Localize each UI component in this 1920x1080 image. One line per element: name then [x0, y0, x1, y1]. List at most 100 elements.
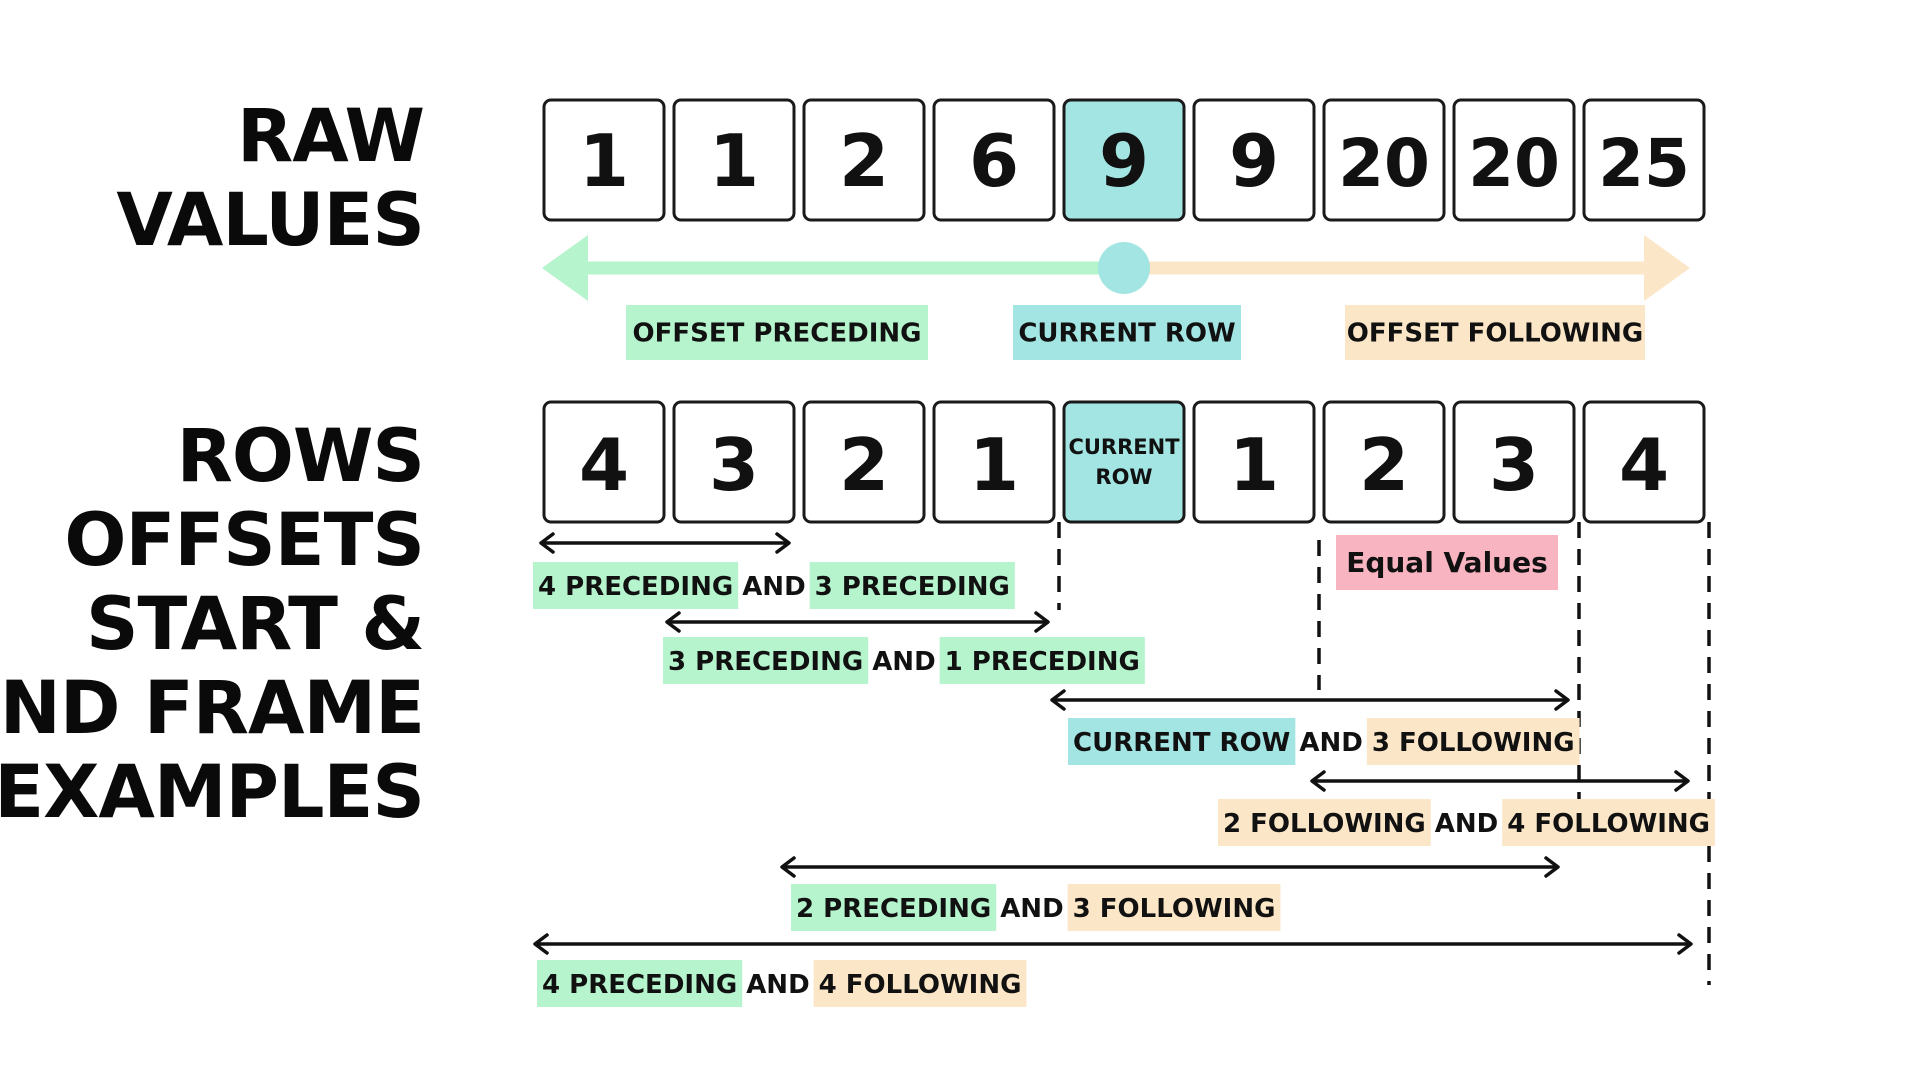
current-row-label-text: CURRENT ROW: [1018, 319, 1235, 349]
raw-title-line: VALUES: [116, 178, 425, 263]
value-box: [672, 98, 796, 222]
frame-end-highlight: [1502, 799, 1716, 846]
offset-value-text: 4: [579, 423, 629, 507]
frame-arrow-head-left: [533, 933, 549, 955]
frame-end-text: 4 FOLLOWING: [1507, 809, 1710, 839]
frame-arrow-head-left: [1310, 770, 1326, 792]
frame-start-text: 2 PRECEDING: [796, 894, 991, 924]
frame-start-text: 2 FOLLOWING: [1223, 809, 1426, 839]
value-box: [542, 98, 666, 222]
following-arrowhead: [1644, 235, 1690, 301]
raw-value-cell: 1: [542, 98, 666, 222]
raw-value-text: 9: [1099, 119, 1149, 203]
rows-title-line: EXAMPLES: [0, 750, 425, 835]
frame-arrow-head-right: [1677, 933, 1693, 955]
rows-title-line: ROWS: [176, 414, 425, 499]
value-box: [1192, 98, 1316, 222]
frame-arrow-head-left: [1050, 689, 1066, 711]
offset-box: [1452, 400, 1576, 524]
raw-value-text: 20: [1338, 125, 1430, 202]
current-row-box-text: CURRENT: [1068, 435, 1180, 459]
frame-arrow-head-left: [780, 856, 796, 878]
current-value-box: [1062, 98, 1186, 222]
raw-value-text: 25: [1598, 125, 1690, 202]
value-box: [1582, 98, 1706, 222]
offset-box: [1582, 400, 1706, 524]
current-row-box: [1062, 400, 1186, 524]
rows-title-line: END FRAME: [0, 666, 425, 751]
raw-value-cell: 9: [1192, 98, 1316, 222]
offset-preceding-label-bg: [626, 305, 928, 360]
rows-title-line: OFFSETS: [64, 498, 425, 583]
frame-arrow-head-right: [775, 532, 791, 554]
frame-arrow: [780, 856, 1560, 878]
frame-joiner-text: AND: [1000, 894, 1063, 924]
frame-start-text: CURRENT ROW: [1073, 728, 1290, 758]
frame-end-highlight: [813, 960, 1027, 1007]
frame-caption: 2 PRECEDING AND 3 FOLLOWING: [791, 884, 1281, 931]
frame-start-highlight: [791, 884, 997, 931]
offset-value-text: 2: [1359, 423, 1409, 507]
frame-start-text: 3 PRECEDING: [668, 647, 863, 677]
value-box: [1452, 98, 1576, 222]
value-box: [802, 98, 926, 222]
boundary-guides: [1057, 522, 1711, 985]
offset-box: [802, 400, 926, 524]
current-row-marker: [1098, 242, 1150, 294]
frame-end-highlight: [1067, 884, 1281, 931]
offset-cell: CURRENT ROW: [1062, 400, 1186, 524]
frame-joiner-text: AND: [742, 572, 805, 602]
frame-caption: CURRENT ROW AND 3 FOLLOWING: [1068, 718, 1580, 765]
offset-value-text: 1: [1229, 423, 1279, 507]
frame-joiner-text: AND: [1299, 728, 1362, 758]
raw-title-line: RAW: [237, 94, 425, 179]
raw-value-cell: 1: [672, 98, 796, 222]
raw-value-text: 9: [1229, 119, 1279, 203]
frame-arrow-head-right: [1674, 770, 1690, 792]
raw-value-text: 1: [709, 119, 759, 203]
raw-values-title: RAW VALUES: [116, 94, 425, 263]
frame-start-text: 4 PRECEDING: [538, 572, 733, 602]
frame-start-highlight: [1068, 718, 1296, 765]
rows-offsets-title: ROWS OFFSETS START & END FRAME EXAMPLES: [0, 414, 425, 835]
offset-value-text: 4: [1619, 423, 1669, 507]
raw-value-text: 2: [839, 119, 889, 203]
offset-following-label: OFFSET FOLLOWING: [1345, 305, 1645, 360]
offset-cell: 3: [1452, 400, 1576, 524]
frame-arrow-head-left: [539, 532, 555, 554]
current-row-box-text: ROW: [1095, 465, 1152, 489]
frame-arrow-head-right: [1544, 856, 1560, 878]
frame-start-text: 4 PRECEDING: [542, 970, 737, 1000]
offset-cell: 4: [542, 400, 666, 524]
frame-end-text: 3 PRECEDING: [815, 572, 1010, 602]
offset-cell: 3: [672, 400, 796, 524]
frame-arrow: [539, 532, 791, 554]
current-row-label-bg: [1013, 305, 1241, 360]
offset-preceding-label: OFFSET PRECEDING: [626, 305, 928, 360]
raw-value-text: 1: [579, 119, 629, 203]
raw-value-cell: 25: [1582, 98, 1706, 222]
offset-value-text: 3: [1489, 423, 1539, 507]
frame-arrow: [1310, 770, 1690, 792]
offset-box: [542, 400, 666, 524]
raw-value-text: 6: [969, 119, 1019, 203]
frame-arrow-head-right: [1034, 611, 1050, 633]
offset-box: [1322, 400, 1446, 524]
frame-end-text: 4 FOLLOWING: [819, 970, 1022, 1000]
offset-following-label-text: OFFSET FOLLOWING: [1347, 319, 1644, 349]
frame-end-highlight: [1366, 718, 1580, 765]
offset-cell: 1: [1192, 400, 1316, 524]
offset-box: [932, 400, 1056, 524]
equal-values-text: Equal Values: [1346, 546, 1548, 579]
offset-following-label-bg: [1345, 305, 1645, 360]
frame-end-text: 3 FOLLOWING: [1073, 894, 1276, 924]
frame-joiner-text: AND: [746, 970, 809, 1000]
offset-value-text: 2: [839, 423, 889, 507]
offset-value-text: 3: [709, 423, 759, 507]
frame-end-text: 3 FOLLOWING: [1372, 728, 1575, 758]
frame-joiner-text: AND: [872, 647, 935, 677]
